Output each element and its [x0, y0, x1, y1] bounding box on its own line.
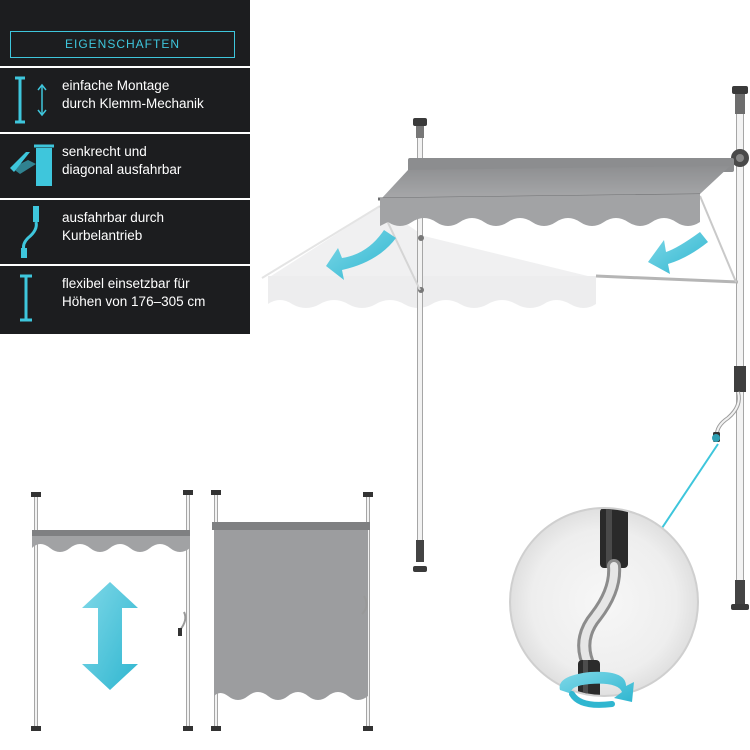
feature-item-height: flexibel einsetzbar für Höhen von 176–30… — [0, 266, 250, 328]
feature-line: diagonal ausfahrbar — [62, 162, 182, 177]
feature-item-crank: ausfahrbar durch Kurbelantrieb — [0, 200, 250, 262]
feature-line: Höhen von 176–305 cm — [62, 294, 206, 309]
height-adjust-icon — [20, 274, 32, 322]
awning-angle-icon — [10, 144, 54, 186]
divider — [0, 198, 250, 200]
main-awning — [261, 86, 749, 610]
feature-item-mounting: einfache Montage durch Klemm-Mechanik — [0, 68, 250, 130]
height-arrow — [82, 582, 138, 690]
rotate-arrow — [559, 671, 634, 702]
small-awning-vertical — [211, 490, 373, 731]
feature-line: Kurbelantrieb — [62, 228, 143, 243]
crank-handle-icon — [21, 206, 39, 258]
awning-fabric — [382, 166, 730, 198]
feature-line: ausfahrbar durch — [62, 210, 165, 225]
clamp-mechanism-icon — [15, 76, 47, 124]
divider — [0, 264, 250, 266]
divider — [0, 132, 250, 134]
feature-line: einfache Montage — [62, 78, 170, 93]
feature-line: durch Klemm-Mechanik — [62, 96, 204, 111]
tilt-arrow-left — [326, 230, 396, 280]
feature-line: flexibel einsetzbar für — [62, 276, 190, 291]
tilt-arrow-right — [648, 232, 708, 274]
features-panel: EIGENSCHAFTEN einfache Montage durch Kle… — [0, 0, 250, 334]
crank-detail-callout — [509, 434, 720, 708]
ghost-awning — [261, 205, 596, 308]
awning-valance — [380, 194, 700, 226]
small-awning-retracted — [31, 490, 193, 731]
right-pole — [713, 86, 749, 610]
right-arm — [595, 274, 739, 284]
feature-line: senkrecht und — [62, 144, 147, 159]
panel-title: EIGENSCHAFTEN — [10, 31, 235, 58]
divider — [0, 66, 250, 68]
feature-item-direction: senkrecht und diagonal ausfahrbar — [0, 134, 250, 196]
